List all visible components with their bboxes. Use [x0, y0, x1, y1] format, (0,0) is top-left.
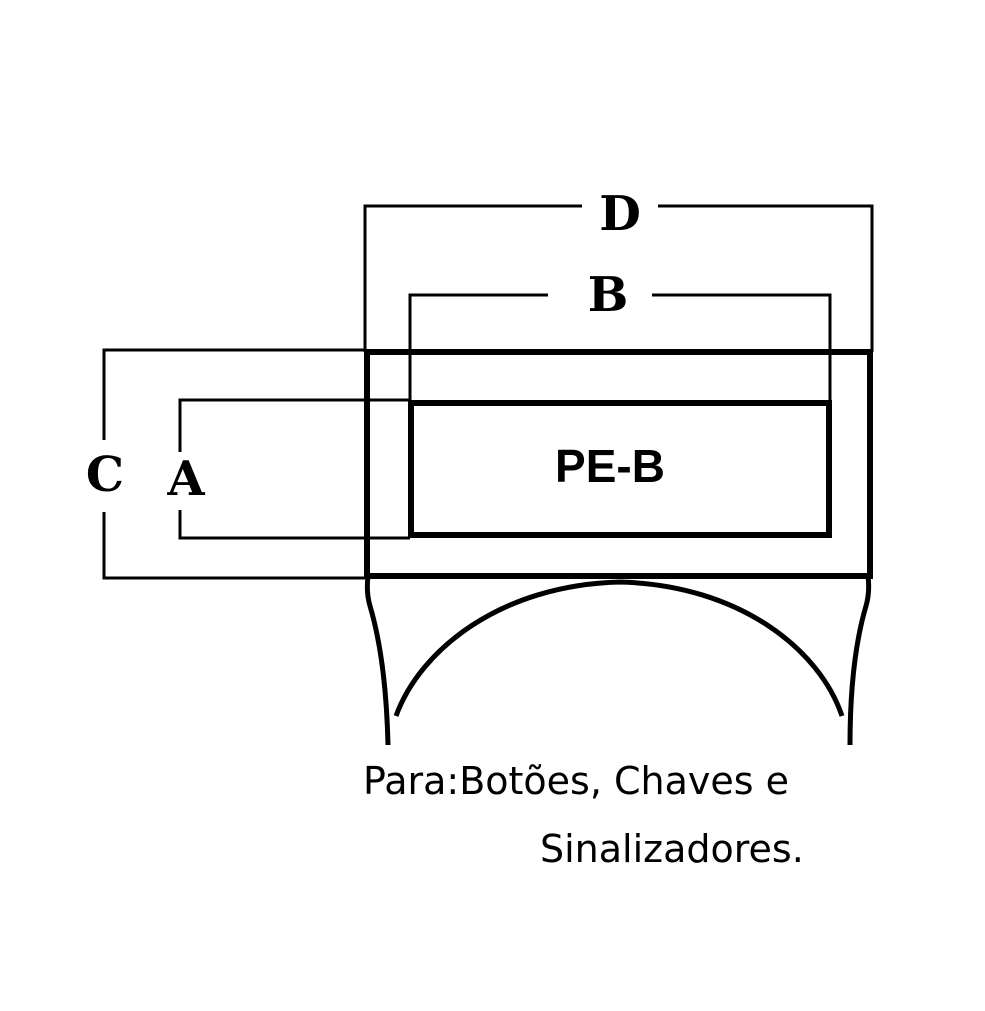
dimension-d-bracket [363, 204, 874, 352]
usage-caption-line-1: Para:Botões, Chaves e [363, 759, 790, 803]
dimension-b-label: B [588, 267, 629, 323]
dimension-c-bracket [102, 348, 365, 580]
usage-caption-line-2: Sinalizadores. [540, 827, 804, 871]
dimension-a-label: A [166, 451, 205, 507]
dimension-b-bracket [408, 293, 832, 404]
dimension-d-label: D [599, 186, 641, 242]
dimension-c-label: C [86, 447, 124, 503]
inner-label-plate [408, 400, 832, 538]
dimension-a-bracket [178, 398, 410, 540]
outer-plate [364, 349, 873, 579]
part-code-label: PE-B [555, 440, 665, 492]
mounting-base [364, 575, 872, 746]
